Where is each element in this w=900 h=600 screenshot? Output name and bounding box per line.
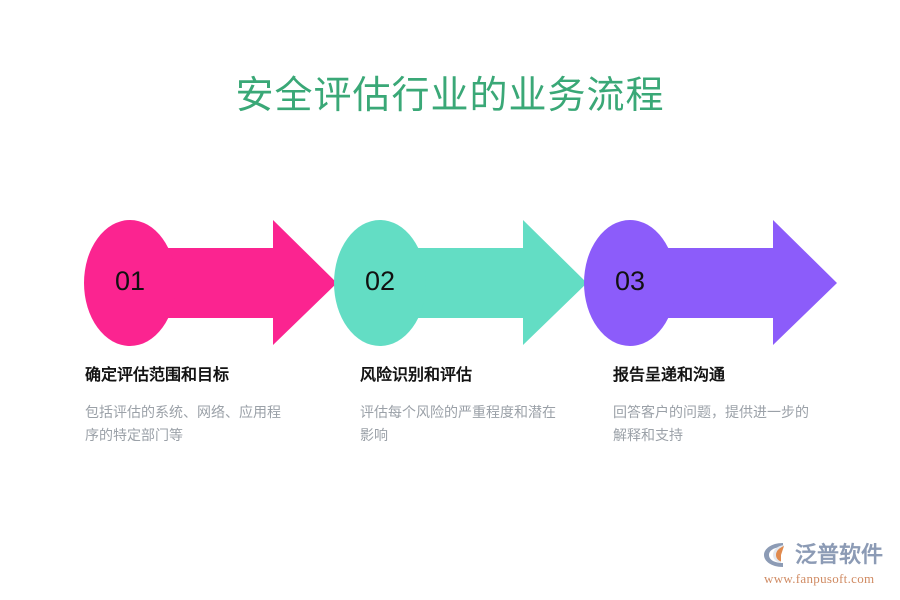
brand-url: www.fanpusoft.com — [764, 571, 875, 586]
step-description-1: 包括评估的系统、网络、应用程序的特定部门等 — [85, 404, 281, 443]
step-text-block-1: 确定评估范围和目标 包括评估的系统、网络、应用程序的特定部门等 — [85, 365, 305, 447]
brand-name: 泛普软件 — [795, 542, 884, 567]
fanpusoft-logo-icon — [762, 541, 792, 569]
brand-logo-row: 泛普软件 — [762, 540, 892, 570]
step-text-block-3: 报告呈递和沟通 回答客户的问题，提供进一步的解释和支持 — [613, 365, 833, 447]
step-heading-2: 风险识别和评估 — [360, 367, 473, 384]
step-number-2: 02 — [364, 266, 396, 296]
step-heading-1: 确定评估范围和目标 — [85, 367, 230, 384]
arrow-shape-1 — [160, 220, 337, 345]
arrow-shape-2 — [410, 220, 587, 345]
brand-logo: 泛普软件 www.fanpusoft.com — [762, 540, 892, 588]
step-description-2: 评估每个风险的严重程度和潜在影响 — [360, 404, 556, 443]
step-description-3: 回答客户的问题，提供进一步的解释和支持 — [613, 404, 809, 443]
page-title: 安全评估行业的业务流程 — [235, 75, 665, 117]
step-heading-3: 报告呈递和沟通 — [613, 367, 726, 384]
arrow-shape-3 — [660, 220, 837, 345]
step-number-1: 01 — [114, 266, 146, 296]
step-number-3: 03 — [614, 266, 646, 296]
step-text-block-2: 风险识别和评估 评估每个风险的严重程度和潜在影响 — [360, 365, 580, 447]
